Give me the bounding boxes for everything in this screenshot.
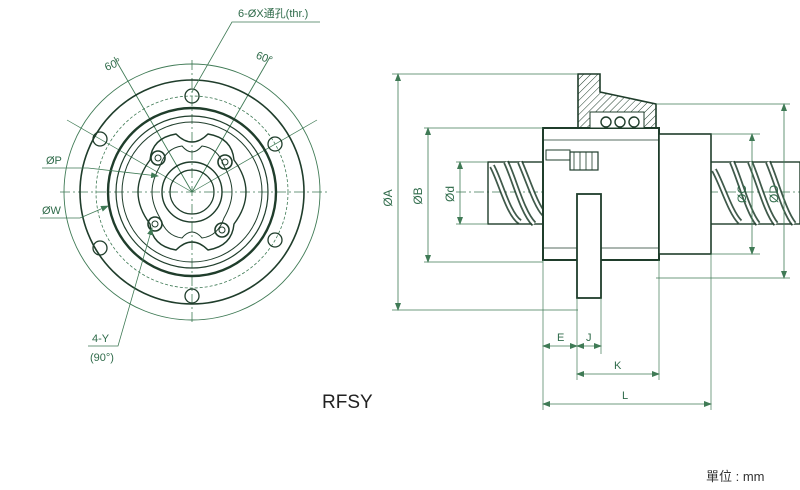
screw-right bbox=[709, 160, 800, 226]
oil-hole-inner bbox=[221, 158, 229, 166]
bolt-hole bbox=[184, 88, 200, 104]
unit-label: 單位 : mm bbox=[706, 469, 765, 484]
oil-hole-inner bbox=[154, 154, 162, 162]
flange-lower bbox=[576, 193, 602, 299]
front-view: 6-ØX通孔(thr.) 60° 60° ØP ØW 4-Y (90°) bbox=[40, 7, 328, 364]
oil-note: 4-Y bbox=[92, 333, 110, 345]
screw-shaft-root bbox=[169, 169, 215, 215]
bolt-hole bbox=[267, 136, 283, 152]
flange-outline bbox=[79, 79, 305, 305]
nut-body-step bbox=[121, 121, 263, 263]
bolt-hole bbox=[267, 232, 283, 248]
bolt-pitch-circle bbox=[95, 95, 289, 289]
bolt-hole bbox=[92, 240, 108, 256]
dim-b-label: ØB bbox=[411, 187, 425, 204]
ball bbox=[600, 116, 612, 128]
angle-line-far-right bbox=[191, 119, 318, 193]
bolt-angle-arc bbox=[63, 63, 321, 321]
screw-left bbox=[487, 160, 547, 227]
oil-hole-inner bbox=[218, 226, 226, 234]
dim-k-label: K bbox=[614, 360, 622, 372]
oil-hole bbox=[217, 154, 233, 170]
dim-j-label: J bbox=[586, 332, 592, 344]
return-system-inner bbox=[151, 145, 233, 239]
angle-right-label: 60° bbox=[254, 50, 274, 67]
dim-c-label: ØC bbox=[735, 185, 749, 203]
side-view: ØA ØB Ød ØC ØD E J K L bbox=[381, 73, 800, 410]
bolt-hole bbox=[92, 131, 108, 147]
dia-p-label: ØP bbox=[46, 155, 62, 167]
dia-w-leader bbox=[40, 205, 109, 219]
nut-body-outline bbox=[106, 106, 278, 278]
dia-w-label: ØW bbox=[42, 205, 62, 217]
dim-e-label: E bbox=[557, 332, 564, 344]
oil-note-leader bbox=[88, 227, 153, 347]
oil-holes bbox=[147, 150, 233, 238]
nut-sleeve bbox=[658, 133, 712, 255]
dim-l-label: L bbox=[622, 390, 628, 402]
hole-note-leader bbox=[191, 21, 320, 93]
return-system-outline bbox=[137, 133, 247, 251]
angle-line-right bbox=[191, 56, 271, 193]
grease-fitting bbox=[569, 151, 599, 171]
ball bbox=[628, 116, 640, 128]
hole-note: 6-ØX通孔(thr.) bbox=[238, 7, 308, 20]
dia-p-leader bbox=[42, 167, 159, 179]
dim-d-small-label: Ød bbox=[443, 186, 457, 202]
dim-d-label: ØD bbox=[767, 185, 781, 203]
model-title: RFSY bbox=[322, 392, 373, 413]
dim-a-label: ØA bbox=[381, 189, 395, 206]
angle-line-far-left bbox=[66, 119, 193, 193]
bolt-holes bbox=[92, 88, 283, 304]
oil-angle: (90°) bbox=[90, 352, 114, 364]
ball bbox=[614, 116, 626, 128]
angle-left-label: 60° bbox=[103, 56, 123, 73]
oil-hole bbox=[214, 222, 230, 238]
angle-line-left bbox=[113, 56, 193, 193]
oil-hole bbox=[147, 216, 163, 232]
oil-hole bbox=[150, 150, 166, 166]
bolt-hole bbox=[184, 288, 200, 304]
screw-shaft bbox=[161, 161, 223, 223]
nut-body-inner-ring bbox=[115, 115, 269, 269]
oil-hole-inner bbox=[151, 220, 159, 228]
